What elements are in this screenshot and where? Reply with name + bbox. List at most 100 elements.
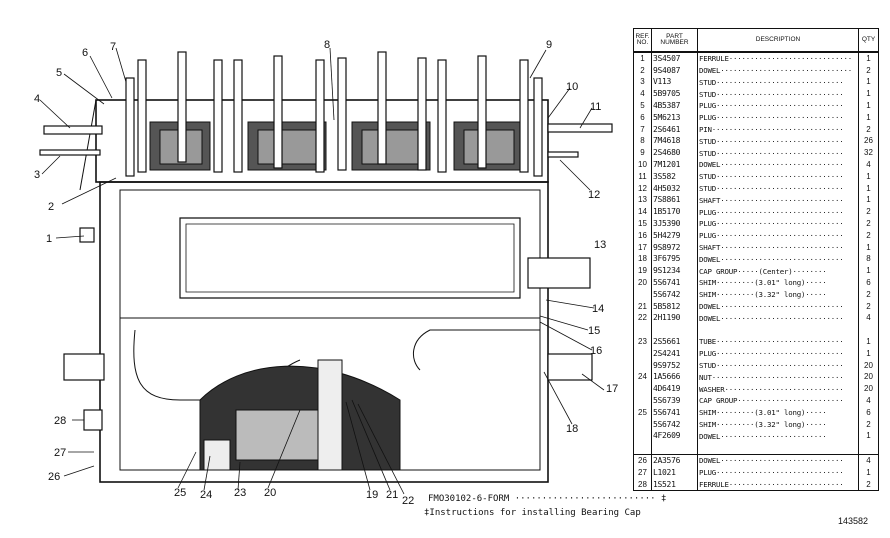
cell-ref — [633, 288, 652, 301]
cell-ref: 12 — [633, 182, 652, 195]
cell-desc: PLUG······························ — [697, 218, 859, 230]
callout-11: 11 — [590, 101, 601, 113]
cell-desc: STUD······························ — [697, 170, 859, 183]
cell-part: 9S8972 — [651, 241, 698, 254]
cell-desc: STUD······························ — [697, 359, 859, 372]
cell-qty: 2 — [858, 478, 879, 492]
cell-desc: DOWEL························· — [697, 430, 859, 443]
cell-ref: 8 — [633, 135, 652, 148]
cell-part: V113 — [651, 76, 698, 89]
cell-desc: PLUG······························ — [697, 466, 859, 479]
exploded-parts-drawing: 4 5 6 7 8 9 10 11 12 3 2 1 13 14 15 16 1… — [34, 39, 618, 507]
cell-part: 5S6741 — [651, 406, 698, 419]
cell-desc: PLUG······························ — [697, 229, 859, 242]
cell-qty: 4 — [858, 454, 879, 467]
cell-part: 1B5170 — [651, 206, 698, 219]
description-header: DESCRIPTION — [697, 28, 859, 53]
cell-ref: 24 — [633, 371, 652, 384]
cell-desc: PLUG······························ — [697, 347, 859, 360]
cell-ref: 18 — [633, 253, 652, 266]
cell-ref — [633, 324, 652, 337]
cell-ref — [633, 383, 652, 396]
cell-desc: NUT······························· — [697, 371, 859, 384]
cell-part: 9S1234 — [651, 265, 698, 278]
cell-desc: DOWEL····························· — [697, 312, 859, 325]
cell-ref: 4 — [633, 88, 652, 101]
cell-ref: 15 — [633, 218, 652, 230]
table-row: 5S6742 SHIM·········(3.32" long)·····2 — [633, 418, 879, 431]
cell-qty: 20 — [858, 371, 879, 384]
cell-qty: 1 — [858, 194, 879, 207]
cell-desc: PLUG······························ — [697, 206, 859, 219]
cell-desc: STUD······························ — [697, 182, 859, 195]
table-row — [633, 442, 879, 455]
cell-part: 7M1201 — [651, 159, 698, 171]
callout-4: 4 — [34, 93, 40, 105]
cell-part: 7M4618 — [651, 135, 698, 148]
cell-qty — [858, 324, 879, 337]
cell-qty: 20 — [858, 359, 879, 372]
cell-desc — [697, 442, 859, 455]
cell-desc: TUBE······························ — [697, 336, 859, 348]
callout-19: 19 — [366, 489, 378, 501]
cell-qty: 2 — [858, 64, 879, 77]
callout-25: 25 — [174, 487, 186, 499]
callout-14: 14 — [592, 303, 604, 315]
cell-ref: 22 — [633, 312, 652, 325]
callout-28: 28 — [54, 415, 66, 427]
cell-qty: 4 — [858, 159, 879, 171]
cell-ref: 14 — [633, 206, 652, 219]
cell-part: 9S9752 — [651, 359, 698, 372]
cell-qty: 32 — [858, 147, 879, 160]
form-reference-note: FMO30102-6-FORM ························… — [428, 494, 667, 504]
cell-qty: 2 — [858, 229, 879, 242]
cell-ref: 16 — [633, 229, 652, 242]
cell-ref — [633, 430, 652, 443]
cell-qty — [858, 442, 879, 455]
cell-part: 2S6461 — [651, 123, 698, 136]
callout-27: 27 — [54, 447, 66, 459]
cell-ref: 9 — [633, 147, 652, 160]
cylinder-block-outline — [79, 99, 549, 483]
cell-ref: 23 — [633, 336, 652, 348]
cell-part: 1A5666 — [651, 371, 698, 384]
cell-ref — [633, 347, 652, 360]
callout-3: 3 — [34, 169, 40, 181]
cell-desc: STUD······························ — [697, 147, 859, 160]
cell-part: 4F2609 — [651, 430, 698, 443]
cell-ref: 6 — [633, 111, 652, 124]
cell-ref — [633, 395, 652, 407]
callout-26: 26 — [48, 471, 60, 483]
cell-desc: DOWEL····························· — [697, 253, 859, 266]
cell-qty: 4 — [858, 395, 879, 407]
cell-ref: 26 — [633, 454, 652, 467]
cell-part: 4H5032 — [651, 182, 698, 195]
cell-ref — [633, 359, 652, 372]
cell-qty: 1 — [858, 100, 879, 112]
cell-ref — [633, 442, 652, 455]
cell-ref: 19 — [633, 265, 652, 278]
callout-13: 13 — [594, 239, 606, 251]
cell-qty: 2 — [858, 418, 879, 431]
cell-desc: FERRULE····························· — [697, 51, 859, 65]
cell-desc: PIN······························· — [697, 123, 859, 136]
cell-desc: PLUG······························ — [697, 111, 859, 124]
cell-ref: 28 — [633, 478, 652, 492]
cell-qty: 2 — [858, 288, 879, 301]
cylinder-bores — [149, 121, 525, 171]
cell-ref: 5 — [633, 100, 652, 112]
cell-qty: 1 — [858, 265, 879, 278]
